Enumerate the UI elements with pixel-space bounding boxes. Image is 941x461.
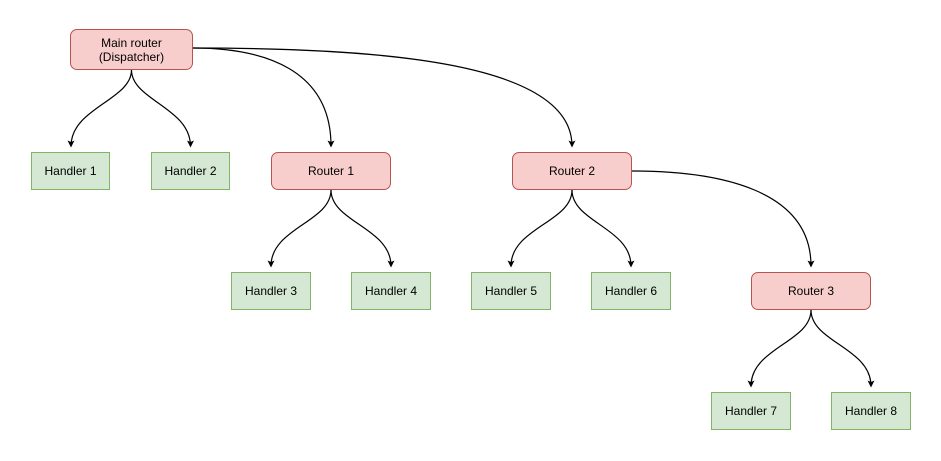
node-label-handler-4: Handler 4 [364,284,418,298]
node-handler-1[interactable]: Handler 1 [31,152,110,190]
node-handler-6[interactable]: Handler 6 [591,272,671,310]
edge-main-to-router-1 [192,47,335,148]
edge-router2-to-handler-6 [571,189,635,268]
node-handler-5[interactable]: Handler 5 [471,272,551,310]
node-router-1[interactable]: Router 1 [271,152,391,190]
node-handler-2[interactable]: Handler 2 [151,152,230,190]
node-label-handler-1: Handler 1 [44,164,97,178]
node-label-router-1: Router 1 [307,164,355,178]
node-handler-3[interactable]: Handler 3 [231,272,311,310]
node-handler-8[interactable]: Handler 8 [831,392,911,430]
node-label-handler-2: Handler 2 [164,164,217,178]
node-router-2[interactable]: Router 2 [512,152,632,190]
edge-main-to-router-2 [192,47,576,148]
node-handler-4[interactable]: Handler 4 [351,272,431,310]
node-label-handler-5: Handler 5 [484,284,538,298]
node-main-router[interactable]: Main router (Dispatcher) [70,29,193,70]
edge-router3-to-handler-8 [810,309,875,388]
node-label-handler-8: Handler 8 [844,404,898,418]
node-label-handler-6: Handler 6 [604,284,658,298]
edge-main-to-handler-2 [130,69,194,148]
node-label-router-3: Router 3 [787,284,835,298]
edge-router2-to-router-3 [631,170,815,268]
edge-main-to-handler-1 [67,69,133,148]
node-label-router-2: Router 2 [548,164,596,178]
edge-router3-to-handler-7 [747,309,812,388]
edge-router2-to-handler-5 [507,189,573,268]
edge-router1-to-handler-3 [267,189,332,268]
node-label-handler-7: Handler 7 [724,404,778,418]
node-router-3[interactable]: Router 3 [751,272,871,310]
edge-router1-to-handler-4 [330,189,395,268]
node-label-main-router: Main router (Dispatcher) [98,35,165,64]
node-handler-7[interactable]: Handler 7 [711,392,791,430]
node-label-handler-3: Handler 3 [244,284,298,298]
